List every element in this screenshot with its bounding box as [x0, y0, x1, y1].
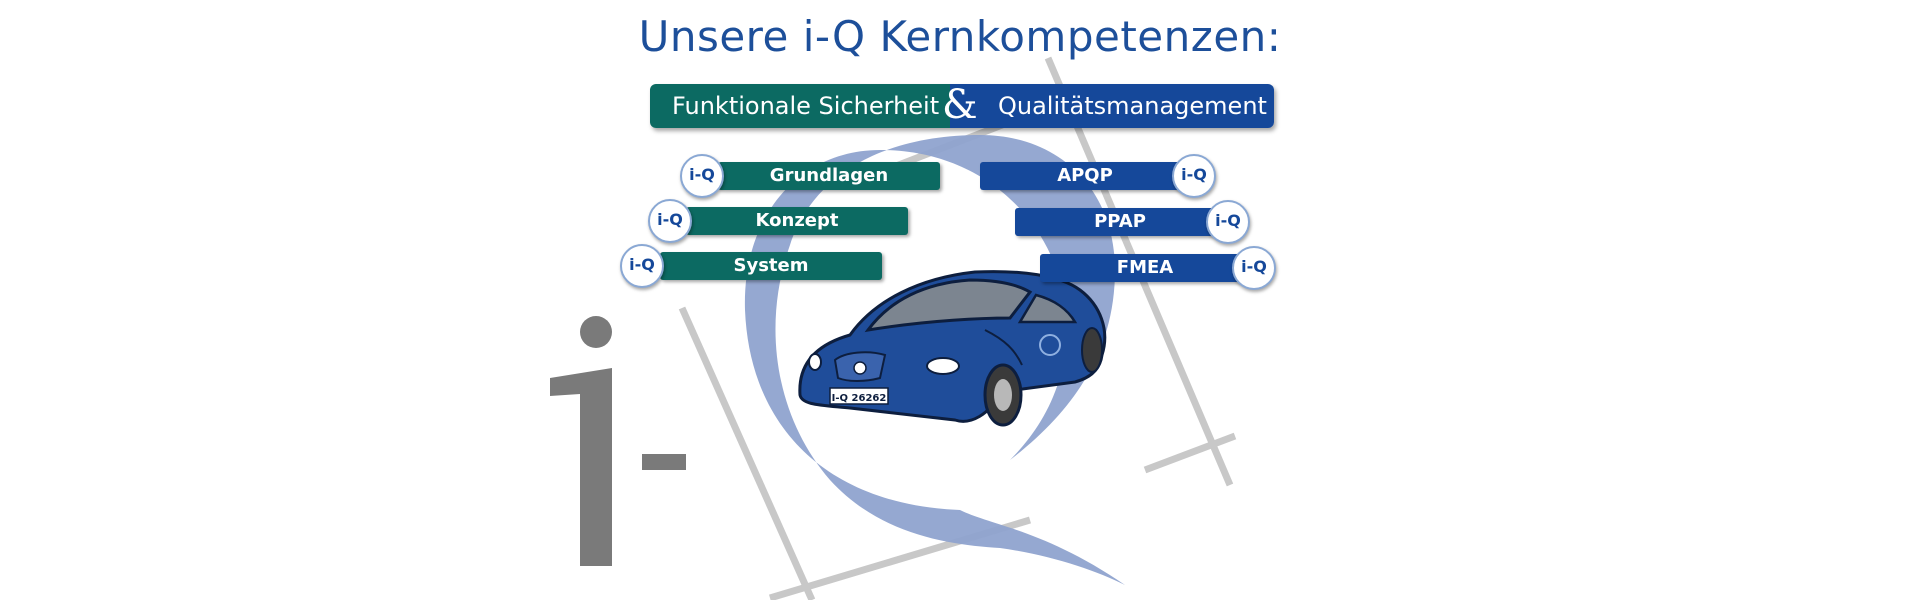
- iq-badge-icon: i-Q: [620, 244, 664, 288]
- banner-quality-management: Qualitätsmanagement: [950, 84, 1274, 128]
- iq-badge-text: i-Q: [1181, 165, 1207, 184]
- car-illustration: I-Q 26262: [798, 270, 1107, 427]
- iq-badge-icon: i-Q: [1232, 246, 1276, 290]
- car-plate-text: I-Q 26262: [832, 393, 887, 404]
- quality-item-fmea: FMEA: [1040, 254, 1250, 282]
- safety-item-grundlagen: Grundlagen: [718, 162, 940, 190]
- competence-banner: Funktionale Sicherheit Qualitätsmanageme…: [650, 84, 1274, 128]
- safety-item-system: System: [660, 252, 882, 280]
- page-title: Unsere i-Q Kernkompetenzen:: [638, 12, 1282, 61]
- logo-i: [550, 316, 686, 566]
- quality-item-apqp: APQP: [980, 162, 1190, 190]
- safety-item-konzept: Konzept: [686, 207, 908, 235]
- iq-badge-icon: i-Q: [1206, 200, 1250, 244]
- iq-badge-text: i-Q: [689, 165, 715, 184]
- iq-badge-text: i-Q: [1241, 257, 1267, 276]
- iq-badge-text: i-Q: [629, 255, 655, 274]
- iq-badge-text: i-Q: [657, 210, 683, 229]
- banner-functional-safety: Funktionale Sicherheit: [650, 84, 950, 128]
- iq-badge-icon: i-Q: [1172, 154, 1216, 198]
- quality-item-ppap: PPAP: [1015, 208, 1225, 236]
- banner-ampersand: &: [942, 82, 978, 128]
- iq-badge-text: i-Q: [1215, 211, 1241, 230]
- iq-badge-icon: i-Q: [680, 154, 724, 198]
- iq-badge-icon: i-Q: [648, 199, 692, 243]
